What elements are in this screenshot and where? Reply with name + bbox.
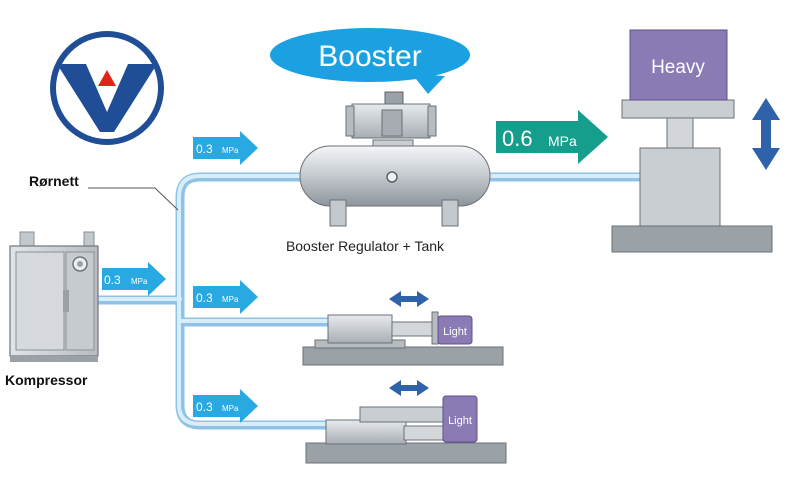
pipe-network-leader [88, 187, 179, 211]
pressure-arrow-branch-bottom [193, 389, 258, 423]
horizontal-motion-arrow-icon [389, 380, 429, 396]
booster-bubble-label: Booster [318, 40, 421, 73]
vertical-motion-arrow-icon [752, 98, 780, 170]
pressure-unit: MPa [222, 295, 239, 304]
compressor [9, 231, 99, 362]
pressure-value: 0.3 [196, 142, 213, 156]
pressure-value: 0.3 [196, 400, 213, 414]
pipe-network-label: Rørnett [29, 173, 79, 189]
pressure-unit: MPa [131, 277, 148, 286]
pressure-arrow-compressor [102, 262, 166, 296]
pressure-arrow-branch-middle [193, 280, 258, 314]
pressure-arrow-to-booster [193, 131, 258, 165]
pipe-network [88, 172, 645, 430]
pressure-value: 0.3 [196, 291, 213, 305]
heavy-label: Heavy [651, 57, 705, 78]
boost-pressure-value: 0.6 [502, 126, 533, 151]
heavy-load-block [629, 29, 728, 101]
compressor-label: Kompressor [5, 372, 88, 388]
boost-arrow [496, 110, 608, 164]
heavy-press [611, 29, 773, 253]
horizontal-motion-arrow-icon [389, 291, 429, 307]
booster-bubble [270, 28, 470, 94]
light-label-1: Light [443, 326, 467, 338]
boost-pressure-unit: MPa [548, 133, 577, 149]
light-actuator-1 [302, 311, 504, 366]
booster-regulator-tank [299, 91, 491, 227]
light-actuator-2 [305, 395, 507, 464]
pressure-value: 0.3 [104, 273, 121, 287]
booster-caption: Booster Regulator + Tank [286, 238, 445, 254]
pressure-unit: MPa [222, 146, 239, 155]
light-label-2: Light [448, 415, 472, 427]
brand-logo-icon [50, 31, 164, 145]
pressure-unit: MPa [222, 404, 239, 413]
